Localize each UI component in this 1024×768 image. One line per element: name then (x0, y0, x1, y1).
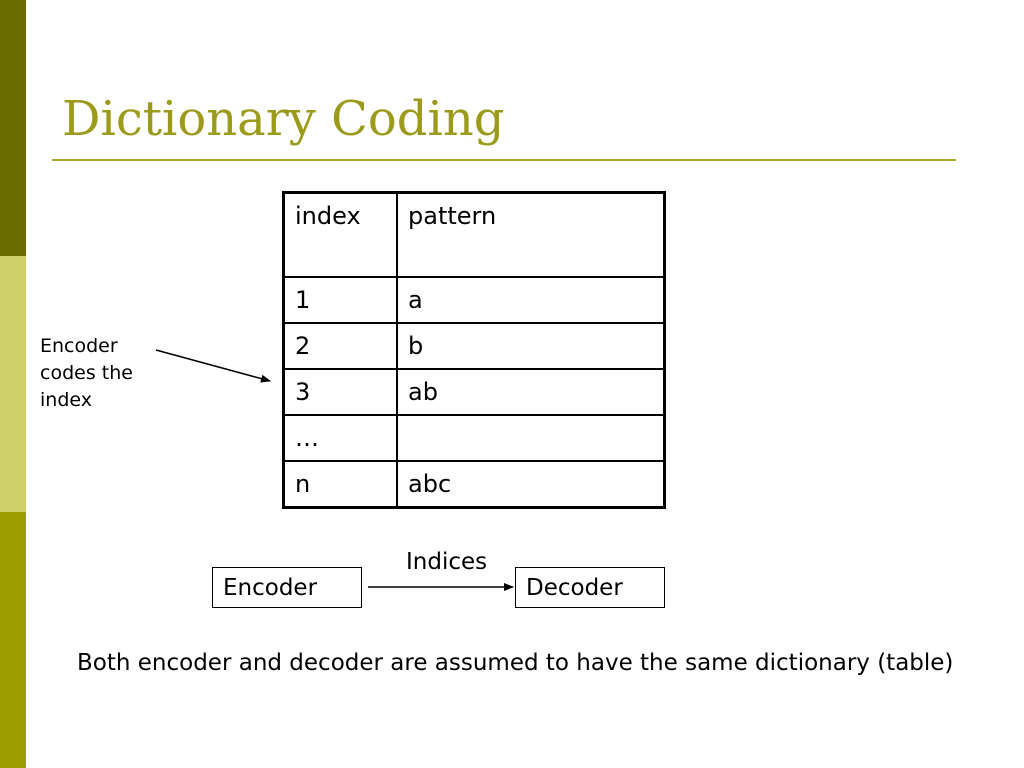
sidebar-band-top (0, 0, 26, 256)
table-row: 3 ab (282, 368, 666, 416)
table-row: … (282, 414, 666, 462)
indices-label: Indices (406, 549, 488, 575)
decoder-box: Decoder (515, 567, 665, 608)
header-pattern: pattern (396, 191, 666, 278)
cell-index: 2 (282, 322, 398, 370)
cell-pattern: b (396, 322, 666, 370)
cell-index: n (282, 460, 398, 509)
sidebar-band-bottom (0, 512, 26, 768)
dictionary-table: index pattern 1 a 2 b 3 ab … n abc (282, 191, 666, 509)
footer-text: Both encoder and decoder are assumed to … (77, 650, 954, 676)
annotation-arrow (155, 349, 271, 383)
cell-index: 3 (282, 368, 398, 416)
table-row: 1 a (282, 276, 666, 324)
cell-index: … (282, 414, 398, 462)
encoder-box: Encoder (212, 567, 362, 608)
encoder-annotation: Encoder codes the index (40, 335, 133, 411)
header-index: index (282, 191, 398, 278)
cell-pattern: a (396, 276, 666, 324)
cell-pattern: abc (396, 460, 666, 509)
table-row: 2 b (282, 322, 666, 370)
title-rule (52, 159, 956, 161)
cell-pattern (396, 414, 666, 462)
cell-index: 1 (282, 276, 398, 324)
table-header-row: index pattern (282, 191, 666, 278)
slide-title: Dictionary Coding (62, 91, 505, 147)
sidebar-decoration (0, 0, 26, 768)
cell-pattern: ab (396, 368, 666, 416)
table-row: n abc (282, 460, 666, 509)
sidebar-band-middle (0, 256, 26, 512)
